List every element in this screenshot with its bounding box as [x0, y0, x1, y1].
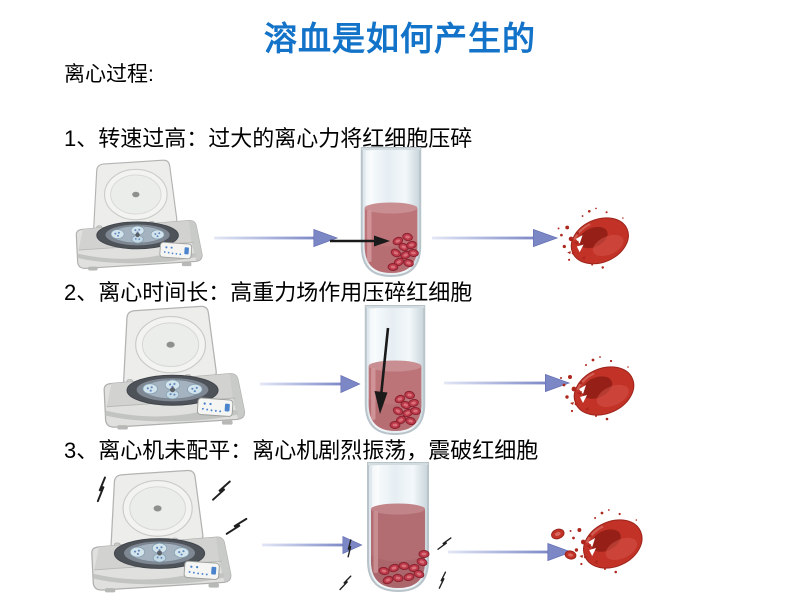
- row-3-heading: 3、离心机未配平：离心机剧烈振荡，震破红细胞: [64, 438, 539, 463]
- vibration-mark-icon: [212, 477, 231, 504]
- vibration-mark-icon: [436, 571, 449, 589]
- horizontal-force-arrow-icon: [330, 235, 390, 247]
- vibration-mark-icon: [92, 476, 111, 503]
- centrifuge-illustration: [75, 159, 203, 272]
- row-1-heading: 1、转速过高：过大的离心力将红细胞压碎: [64, 126, 473, 151]
- vibration-mark-icon: [225, 513, 248, 540]
- slide-title: 溶血是如何产生的: [264, 20, 536, 57]
- vibration-mark-icon: [342, 539, 357, 558]
- process-label: 离心过程:: [64, 63, 154, 86]
- ruptured-rbc-illustration: [556, 206, 637, 274]
- vibrating-blood-tube-illustration: [367, 462, 429, 592]
- flow-arrow-icon: [431, 229, 558, 247]
- flow-arrow-icon: [259, 375, 361, 393]
- flow-arrow-icon: [213, 229, 338, 247]
- ruptured-rbc-illustration: [558, 355, 643, 426]
- vibration-mark-icon: [339, 574, 352, 592]
- downward-force-arrow-icon: [374, 327, 390, 414]
- blood-tube-illustration: [360, 147, 422, 277]
- ruptured-rbc-with-fragments-illustration: [551, 508, 651, 579]
- row-2-heading: 2、离心时间长：高重力场作用压碎红细胞: [64, 280, 473, 305]
- centrifuge-illustration: [103, 305, 246, 431]
- cell-fragments: [551, 528, 577, 560]
